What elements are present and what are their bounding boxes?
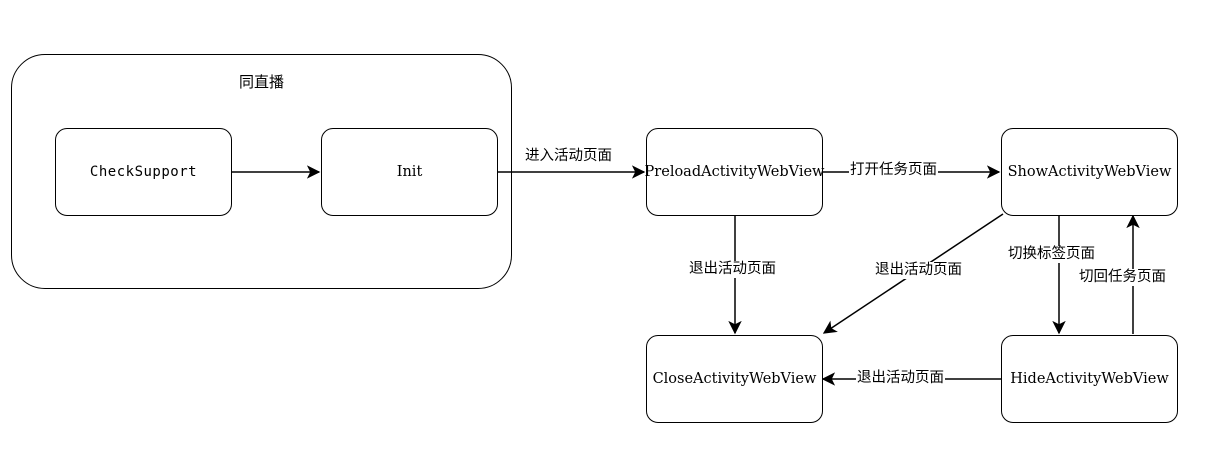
edge-label-switch-tab: 切换标签页面 (1007, 246, 1096, 263)
live-group: 同直播 (11, 54, 512, 289)
node-check-support[interactable]: CheckSupport (55, 128, 232, 216)
edge-label-back-to-task: 切回任务页面 (1078, 269, 1167, 286)
edge-label-exit-from-preload: 退出活动页面 (688, 261, 777, 278)
node-preload-activity-webview[interactable]: PreloadActivityWebView (645, 128, 824, 216)
node-close-activity-webview[interactable]: CloseActivityWebView (646, 335, 823, 423)
node-init[interactable]: Init (321, 128, 498, 216)
node-hide-activity-webview[interactable]: HideActivityWebView (1001, 335, 1178, 423)
edge-label-open-task: 打开任务页面 (849, 162, 938, 179)
edge-label-exit-from-hide: 退出活动页面 (856, 370, 945, 387)
edge-label-exit-from-show: 退出活动页面 (874, 262, 963, 279)
edge-label-enter-activity: 进入活动页面 (524, 148, 613, 165)
group-title: 同直播 (238, 73, 284, 91)
node-show-activity-webview[interactable]: ShowActivityWebView (1001, 128, 1178, 216)
